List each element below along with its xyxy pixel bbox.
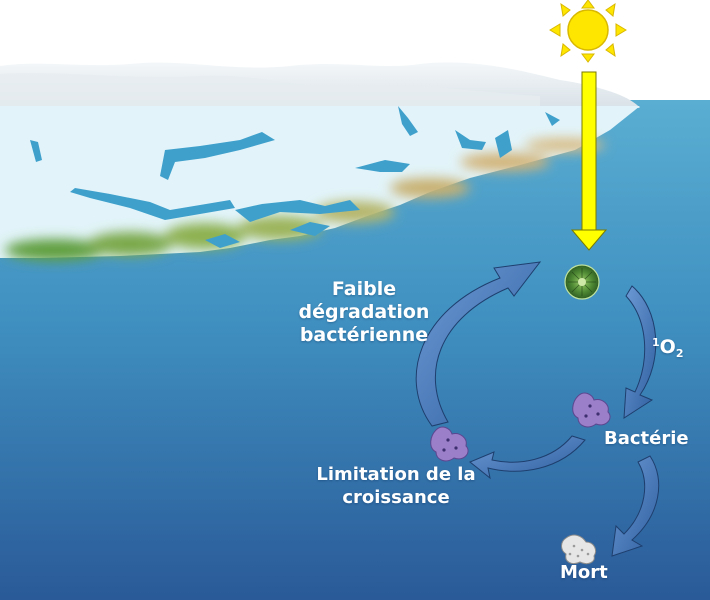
- arrow-to-growth-limitation: [469, 435, 586, 480]
- label-bacteria: Bactérie: [604, 428, 689, 449]
- label-line: bactérienne: [299, 324, 429, 346]
- brine-channels: [30, 106, 560, 248]
- dead-bacterium-icon: [561, 534, 597, 565]
- label-line: croissance: [342, 487, 450, 508]
- arrow-low-bacterial-degradation: [415, 261, 542, 427]
- label-line: dégradation: [298, 301, 430, 323]
- bacterium-icon-left: [430, 426, 469, 462]
- sunlight-arrow: [570, 71, 608, 251]
- arrow-to-death: [611, 455, 660, 557]
- label-singlet-subscript: 2: [675, 347, 684, 360]
- label-line: Limitation de la: [316, 464, 476, 485]
- arrow-singlet-oxygen: [623, 285, 657, 419]
- label-singlet-superscript: 1: [652, 336, 660, 349]
- bacterium-icon: [572, 392, 611, 428]
- phytoplankton-cell-icon: [564, 264, 600, 300]
- label-low-bacterial-degradation: Faible dégradation bactérienne: [296, 278, 432, 347]
- label-line: Faible: [331, 278, 397, 300]
- label-death: Mort: [560, 562, 608, 583]
- label-growth-limitation: Limitation de la croissance: [312, 463, 480, 509]
- label-singlet-symbol: O: [659, 336, 676, 358]
- snow-ridge: [0, 73, 540, 108]
- sun-icon: [549, 0, 627, 63]
- label-singlet-oxygen: 1O2: [652, 331, 683, 365]
